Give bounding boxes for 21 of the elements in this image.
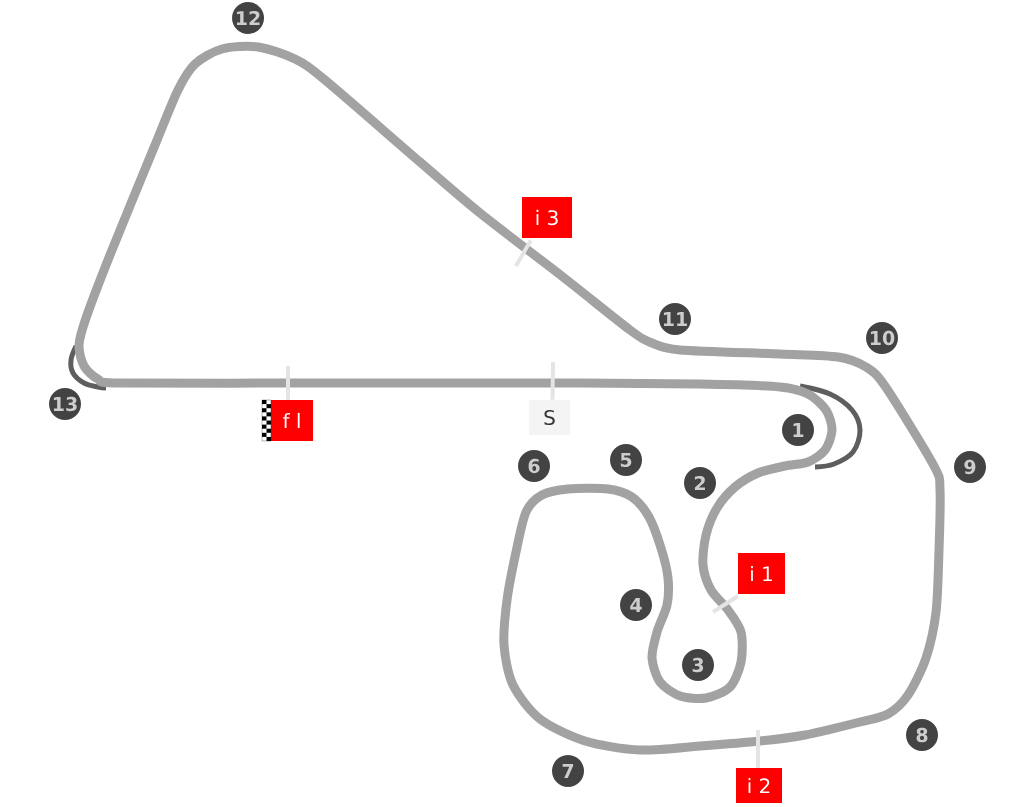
leader-line [711,594,739,614]
label-box: i 3 [522,197,572,238]
corner-number: 2 [684,467,716,499]
corner-number: 1 [782,414,814,446]
corner-number: 10 [866,322,898,354]
label-box: S [529,400,570,435]
corner-number: 3 [682,649,714,681]
corner-number: 11 [659,303,691,335]
corner-number: 7 [552,755,584,787]
corner-number: 13 [49,388,81,420]
corner-number: 4 [620,589,652,621]
label-box: i 1 [738,553,785,594]
corner-number: 8 [906,719,938,751]
corner-number: 12 [232,2,264,34]
leader-line [514,239,533,267]
corner-number: 9 [954,451,986,483]
corner-number: 6 [518,450,550,482]
leader-line [550,362,555,400]
label-box: i 2 [736,768,782,803]
label-box: f l [271,400,313,441]
corner-number: 5 [610,444,642,476]
